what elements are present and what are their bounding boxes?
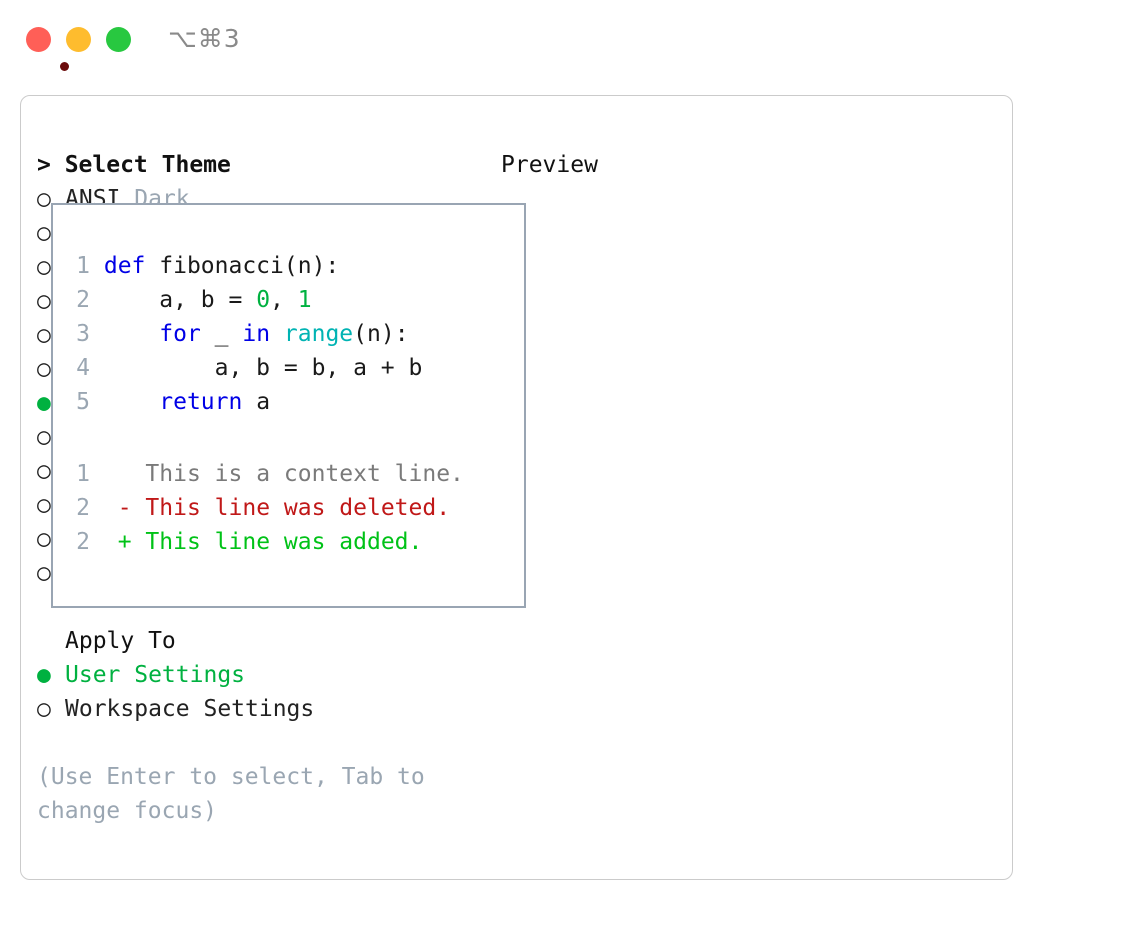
line-number: 1: [76, 253, 90, 279]
code-diff-separator: [68, 419, 518, 457]
recording-indicator-icon: [60, 62, 69, 71]
line-number: 1: [76, 461, 90, 487]
settings-card: > Select Theme ○ANSI Dark○Atom One Dark○…: [20, 95, 1013, 880]
minimize-icon[interactable]: [66, 27, 91, 52]
diff-text: This line was added.: [145, 529, 423, 555]
preview-title: Preview: [501, 152, 598, 178]
radio-unselected-icon: ○: [37, 356, 51, 382]
line-number: 2: [76, 529, 90, 555]
code-token-num: 1: [297, 287, 312, 313]
radio-unselected-icon: ○: [37, 186, 51, 212]
diff-sign: +: [117, 529, 132, 555]
keyboard-shortcut-label: ⌥⌘3: [168, 24, 241, 53]
code-line: 3 for _ in range(n):: [68, 317, 518, 351]
diff-sign: [118, 461, 132, 487]
line-number: 4: [76, 355, 90, 381]
code-token-plain: [104, 389, 159, 415]
apply-to-item-user-settings[interactable]: ● User Settings: [37, 658, 497, 692]
radio-unselected-icon: ○: [37, 322, 51, 348]
apply-to-item-workspace-settings[interactable]: ○ Workspace Settings: [37, 692, 497, 726]
apply-to-label: Workspace Settings: [65, 696, 315, 722]
code-line: 2 a, b = 0, 1: [68, 283, 518, 317]
radio-unselected-icon: ○: [37, 288, 51, 314]
code-token-plain: fibonacci(n):: [159, 253, 340, 279]
window-titlebar: ⌥⌘3: [0, 0, 1140, 78]
code-token-kw: for: [159, 321, 201, 347]
code-token-kw: return: [159, 389, 243, 415]
radio-unselected-icon: ○: [37, 220, 51, 246]
code-token-plain: a: [242, 389, 271, 415]
code-token-plain: _: [200, 321, 243, 347]
radio-unselected-icon: ○: [37, 492, 51, 518]
apply-to-label: User Settings: [65, 662, 246, 688]
preview-panel-wrapper: Preview: [501, 148, 1001, 182]
line-number: 2: [76, 495, 90, 521]
code-token-plain: ,: [270, 287, 298, 313]
code-token-plain: a, b =: [103, 287, 257, 313]
code-token-plain: a, b = b, a + b: [103, 355, 423, 381]
diff-text: This is a context line.: [145, 461, 464, 487]
line-number: 5: [76, 389, 90, 415]
radio-unselected-icon: ○: [37, 526, 51, 552]
code-token-plain: [104, 321, 159, 347]
code-token-fn: range: [283, 321, 354, 347]
radio-unselected-icon: ○: [37, 424, 51, 450]
code-token-num: 0: [256, 287, 271, 313]
code-line: 4 a, b = b, a + b: [68, 351, 518, 385]
keyboard-hint-text: (Use Enter to select, Tab to change focu…: [37, 764, 425, 824]
diff-sign: -: [117, 495, 132, 521]
radio-selected-icon: ●: [37, 662, 51, 688]
apply-to-list[interactable]: ● User Settings ○ Workspace Settings: [37, 658, 497, 726]
code-token-kw: def: [103, 253, 160, 279]
apply-to-header: Apply To: [65, 628, 176, 654]
radio-unselected-icon: ○: [37, 696, 51, 722]
maximize-icon[interactable]: [106, 27, 131, 52]
close-icon[interactable]: [26, 27, 69, 71]
radio-unselected-icon: ○: [37, 458, 51, 484]
code-token-plain: [270, 321, 284, 347]
code-line: 5 return a: [68, 385, 518, 419]
line-number: 2: [76, 287, 90, 313]
radio-unselected-icon: ○: [37, 560, 51, 586]
code-token-kw: in: [242, 321, 271, 347]
select-theme-header: > Select Theme: [37, 152, 231, 178]
code-token-plain: (n):: [353, 321, 409, 347]
code-line: 1 def fibonacci(n):: [68, 249, 518, 283]
line-number: 3: [76, 321, 90, 347]
diff-text: This line was deleted.: [145, 495, 451, 521]
radio-unselected-icon: ○: [37, 254, 51, 280]
diff-line-add: 2 + This line was added.: [68, 525, 518, 559]
radio-selected-icon: ●: [37, 390, 51, 416]
diff-line-del: 2 - This line was deleted.: [68, 491, 518, 525]
diff-line-ctx: 1 This is a context line.: [68, 457, 518, 491]
